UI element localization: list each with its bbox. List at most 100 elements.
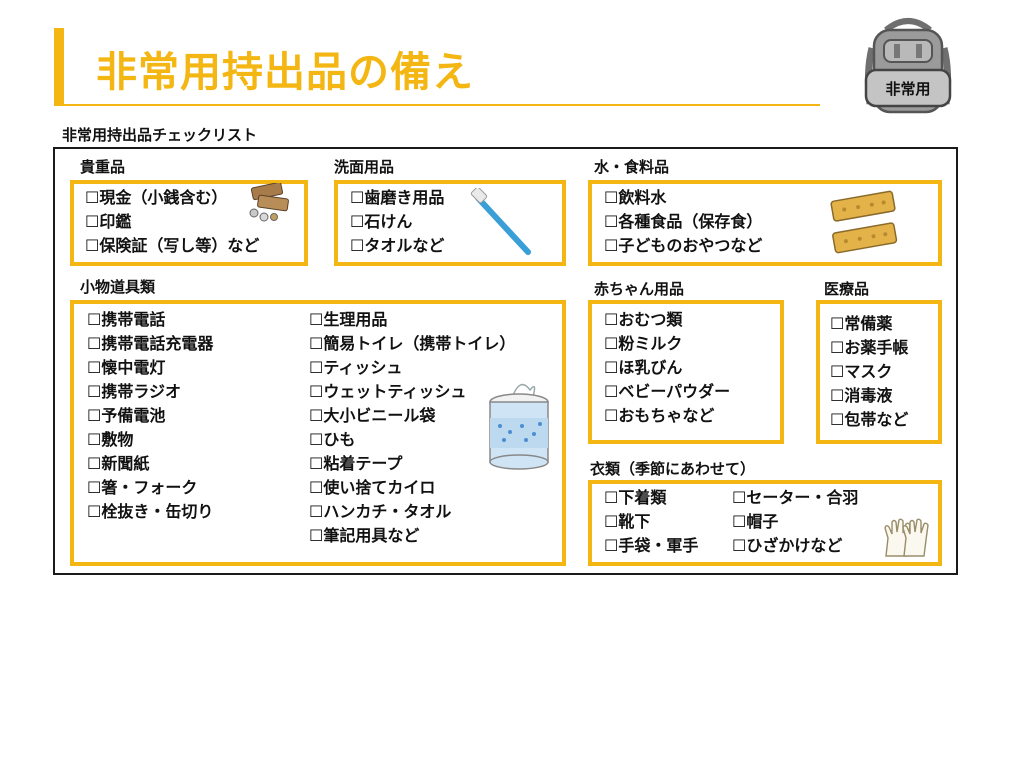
- checklist-item[interactable]: ☐ほ乳びん: [604, 356, 730, 380]
- checkbox-icon[interactable]: ☐: [87, 406, 102, 425]
- checklist-item[interactable]: ☐粘着テープ: [309, 452, 515, 476]
- checklist-item[interactable]: ☐下着類: [604, 486, 698, 510]
- item-label: タオルなど: [364, 236, 445, 255]
- checklist-item[interactable]: ☐保険証（写し等）など: [85, 234, 259, 258]
- checkbox-icon[interactable]: ☐: [309, 526, 324, 545]
- checkbox-icon[interactable]: ☐: [309, 502, 324, 521]
- checklist-item[interactable]: ☐敷物: [87, 428, 213, 452]
- checkbox-icon[interactable]: ☐: [350, 236, 365, 255]
- checklist-item[interactable]: ☐簡易トイレ（携帯トイレ）: [309, 332, 515, 356]
- checklist-item[interactable]: ☐印鑑: [85, 210, 259, 234]
- checklist-item[interactable]: ☐おもちゃなど: [604, 404, 730, 428]
- checkbox-icon[interactable]: ☐: [604, 212, 619, 231]
- checklist-item[interactable]: ☐お薬手帳: [830, 336, 908, 360]
- checklist-item[interactable]: ☐セーター・合羽: [732, 486, 858, 510]
- checkbox-icon[interactable]: ☐: [604, 406, 619, 425]
- checkbox-icon[interactable]: ☐: [309, 358, 324, 377]
- checklist-item[interactable]: ☐ベビーパウダー: [604, 380, 730, 404]
- checkbox-icon[interactable]: ☐: [85, 212, 100, 231]
- checklist-item[interactable]: ☐生理用品: [309, 308, 515, 332]
- checkbox-icon[interactable]: ☐: [309, 382, 324, 401]
- checklist-item[interactable]: ☐予備電池: [87, 404, 213, 428]
- category-box-medical: [816, 300, 942, 444]
- checkbox-icon[interactable]: ☐: [830, 410, 845, 429]
- checklist-item[interactable]: ☐包帯など: [830, 408, 908, 432]
- checklist-item[interactable]: ☐歯磨き用品: [350, 186, 444, 210]
- checklist-item[interactable]: ☐ティッシュ: [309, 356, 515, 380]
- checkbox-icon[interactable]: ☐: [830, 386, 845, 405]
- checklist-item[interactable]: ☐おむつ類: [604, 308, 730, 332]
- checklist-item[interactable]: ☐栓抜き・缶切り: [87, 500, 213, 524]
- checkbox-icon[interactable]: ☐: [309, 334, 324, 353]
- checkbox-icon[interactable]: ☐: [309, 478, 324, 497]
- checkbox-icon[interactable]: ☐: [87, 310, 102, 329]
- item-label: ハンカチ・タオル: [323, 502, 452, 521]
- checkbox-icon[interactable]: ☐: [604, 334, 619, 353]
- checkbox-icon[interactable]: ☐: [604, 310, 619, 329]
- checklist-item[interactable]: ☐各種食品（保存食）: [604, 210, 762, 234]
- checkbox-icon[interactable]: ☐: [604, 188, 619, 207]
- checklist-item[interactable]: ☐ハンカチ・タオル: [309, 500, 515, 524]
- checklist-item[interactable]: ☐石けん: [350, 210, 444, 234]
- checklist-item[interactable]: ☐携帯ラジオ: [87, 380, 213, 404]
- checkbox-icon[interactable]: ☐: [604, 358, 619, 377]
- checklist-item[interactable]: ☐箸・フォーク: [87, 476, 213, 500]
- checkbox-icon[interactable]: ☐: [732, 488, 747, 507]
- checklist-item[interactable]: ☐懐中電灯: [87, 356, 213, 380]
- checkbox-icon[interactable]: ☐: [830, 338, 845, 357]
- checkbox-icon[interactable]: ☐: [309, 310, 324, 329]
- checkbox-icon[interactable]: ☐: [604, 536, 619, 555]
- checkbox-icon[interactable]: ☐: [604, 236, 619, 255]
- checklist-item[interactable]: ☐大小ビニール袋: [309, 404, 515, 428]
- checklist-item[interactable]: ☐マスク: [830, 360, 908, 384]
- item-label: 予備電池: [101, 406, 166, 425]
- checklist-item[interactable]: ☐飲料水: [604, 186, 762, 210]
- checkbox-icon[interactable]: ☐: [350, 212, 365, 231]
- checkbox-icon[interactable]: ☐: [604, 382, 619, 401]
- checkbox-icon[interactable]: ☐: [309, 406, 324, 425]
- checkbox-icon[interactable]: ☐: [87, 502, 102, 521]
- checkbox-icon[interactable]: ☐: [604, 488, 619, 507]
- checkbox-icon[interactable]: ☐: [87, 334, 102, 353]
- checkbox-icon[interactable]: ☐: [830, 362, 845, 381]
- checkbox-icon[interactable]: ☐: [87, 454, 102, 473]
- category-label-tools: 小物道具類: [80, 278, 156, 296]
- checkbox-icon[interactable]: ☐: [85, 188, 100, 207]
- checkbox-icon[interactable]: ☐: [604, 512, 619, 531]
- checklist-item[interactable]: ☐消毒液: [830, 384, 908, 408]
- checklist-item[interactable]: ☐ウェットティッシュ: [309, 380, 515, 404]
- checklist-item[interactable]: ☐携帯電話: [87, 308, 213, 332]
- item-label: 携帯ラジオ: [101, 382, 182, 401]
- checkbox-icon[interactable]: ☐: [87, 358, 102, 377]
- checklist-item[interactable]: ☐筆記用具など: [309, 524, 515, 548]
- checkbox-icon[interactable]: ☐: [309, 454, 324, 473]
- checkbox-icon[interactable]: ☐: [732, 536, 747, 555]
- checklist-item[interactable]: ☐ひざかけなど: [732, 534, 858, 558]
- checklist-item[interactable]: ☐常備薬: [830, 312, 908, 336]
- checklist-item[interactable]: ☐現金（小銭含む）: [85, 186, 259, 210]
- checklist-item[interactable]: ☐使い捨てカイロ: [309, 476, 515, 500]
- item-label: 包帯など: [844, 410, 909, 429]
- checkbox-icon[interactable]: ☐: [732, 512, 747, 531]
- checklist-item[interactable]: ☐粉ミルク: [604, 332, 730, 356]
- checklist-item[interactable]: ☐新聞紙: [87, 452, 213, 476]
- checkbox-icon[interactable]: ☐: [87, 430, 102, 449]
- checkbox-icon[interactable]: ☐: [85, 236, 100, 255]
- checklist-item[interactable]: ☐ひも: [309, 428, 515, 452]
- checkbox-icon[interactable]: ☐: [87, 478, 102, 497]
- checklist-item[interactable]: ☐携帯電話充電器: [87, 332, 213, 356]
- checkbox-icon[interactable]: ☐: [309, 430, 324, 449]
- checkbox-icon[interactable]: ☐: [350, 188, 365, 207]
- item-list-valuables: ☐現金（小銭含む） ☐印鑑 ☐保険証（写し等）など: [85, 186, 259, 258]
- checkbox-icon[interactable]: ☐: [830, 314, 845, 333]
- checklist-item[interactable]: ☐子どものおやつなど: [604, 234, 762, 258]
- item-label: 携帯電話: [101, 310, 166, 329]
- checkbox-icon[interactable]: ☐: [87, 382, 102, 401]
- checklist-item[interactable]: ☐帽子: [732, 510, 858, 534]
- checklist-item[interactable]: ☐靴下: [604, 510, 698, 534]
- checklist-item[interactable]: ☐タオルなど: [350, 234, 444, 258]
- checklist-item[interactable]: ☐手袋・軍手: [604, 534, 698, 558]
- category-box-clothing: [588, 480, 942, 566]
- item-label: 手袋・軍手: [618, 536, 699, 555]
- item-label: 粉ミルク: [618, 334, 683, 353]
